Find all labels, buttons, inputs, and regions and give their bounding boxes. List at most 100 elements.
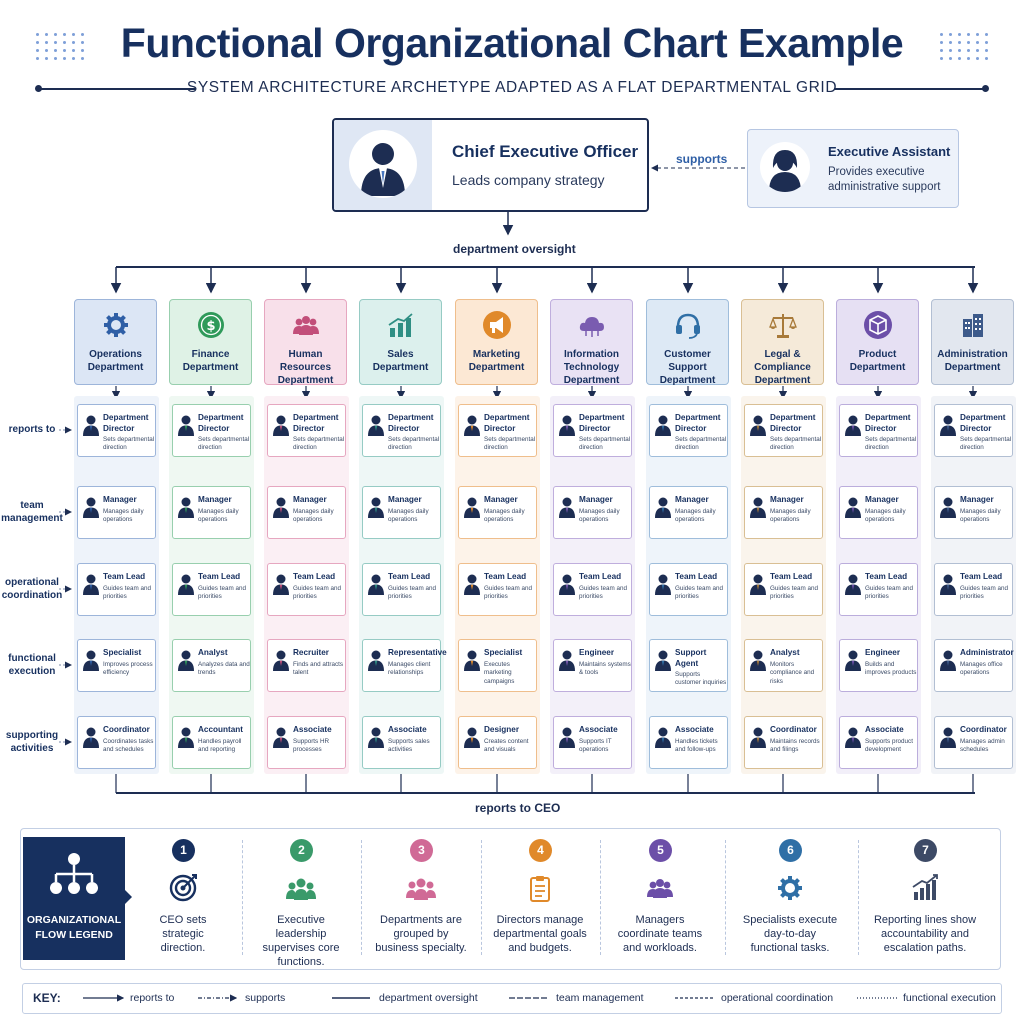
legend-separator: [242, 840, 243, 955]
key-line-samples: [83, 994, 897, 1002]
role-description: Manages daily operations: [675, 508, 716, 524]
role-title: Associate: [865, 725, 904, 734]
role-description: Coordinates tasks and schedules: [103, 738, 154, 754]
executive-assistant-box[interactable]: Executive Assistant Provides executive a…: [747, 129, 959, 208]
role-title: Team Lead: [770, 572, 813, 581]
role-title: Team Lead: [198, 572, 241, 581]
department-legal-and-compliance[interactable]: Legal & Compliance Department: [741, 299, 824, 386]
person-icon: [939, 496, 957, 518]
step-description: Specialists execute day-to-day functiona…: [742, 914, 838, 954]
role-description: Manages admin schedules: [960, 738, 1005, 754]
role-description: Guides team and priorities: [388, 585, 436, 601]
role-description: Manages daily operations: [579, 508, 620, 524]
department-customer-support[interactable]: Customer Support Department: [646, 299, 729, 386]
legend-separator: [361, 840, 362, 955]
role-description: Manages daily operations: [865, 508, 906, 524]
role-title: Manager: [484, 495, 518, 504]
role-description: Handles payroll and reporting: [198, 738, 242, 754]
person-icon: [349, 130, 417, 198]
department-operations[interactable]: Operations Department: [74, 299, 157, 385]
reports-to-ceo-label: reports to CEO: [475, 801, 561, 815]
gear-icon: [775, 873, 805, 908]
department-marketing[interactable]: Marketing Department: [455, 299, 538, 385]
ceo-box[interactable]: Chief Executive Officer Leads company st…: [332, 118, 649, 212]
person-icon: [558, 726, 576, 748]
department-product[interactable]: Product Department: [836, 299, 919, 385]
person-icon: [272, 726, 290, 748]
role-description: Creates content and visuals: [484, 738, 529, 754]
role-title: Recruiter: [293, 648, 329, 657]
department-human-resources[interactable]: Human Resources Department: [264, 299, 347, 386]
person-icon: [939, 573, 957, 595]
department-name: Marketing Department: [468, 349, 525, 373]
role-title: Manager: [198, 495, 232, 504]
department-sales[interactable]: Sales Department: [359, 299, 442, 385]
ceo-title: Chief Executive Officer: [452, 142, 639, 161]
department-name: Product Department: [849, 349, 906, 373]
legend-separator: [480, 840, 482, 955]
step-number: 7: [914, 839, 937, 862]
department-administration[interactable]: Administration Department: [931, 299, 1014, 385]
cloud-icon: [577, 310, 607, 340]
role-title: Manager: [865, 495, 899, 504]
role-title: Manager: [960, 495, 994, 504]
assistant-title: Executive Assistant: [828, 144, 951, 159]
department-finance[interactable]: $Finance Department: [169, 299, 252, 385]
megaphone-icon: [482, 310, 512, 340]
department-information-technology[interactable]: Information Technology Department: [550, 299, 633, 386]
person-icon: [82, 649, 100, 671]
person-icon: [558, 496, 576, 518]
person-icon: [177, 573, 195, 595]
